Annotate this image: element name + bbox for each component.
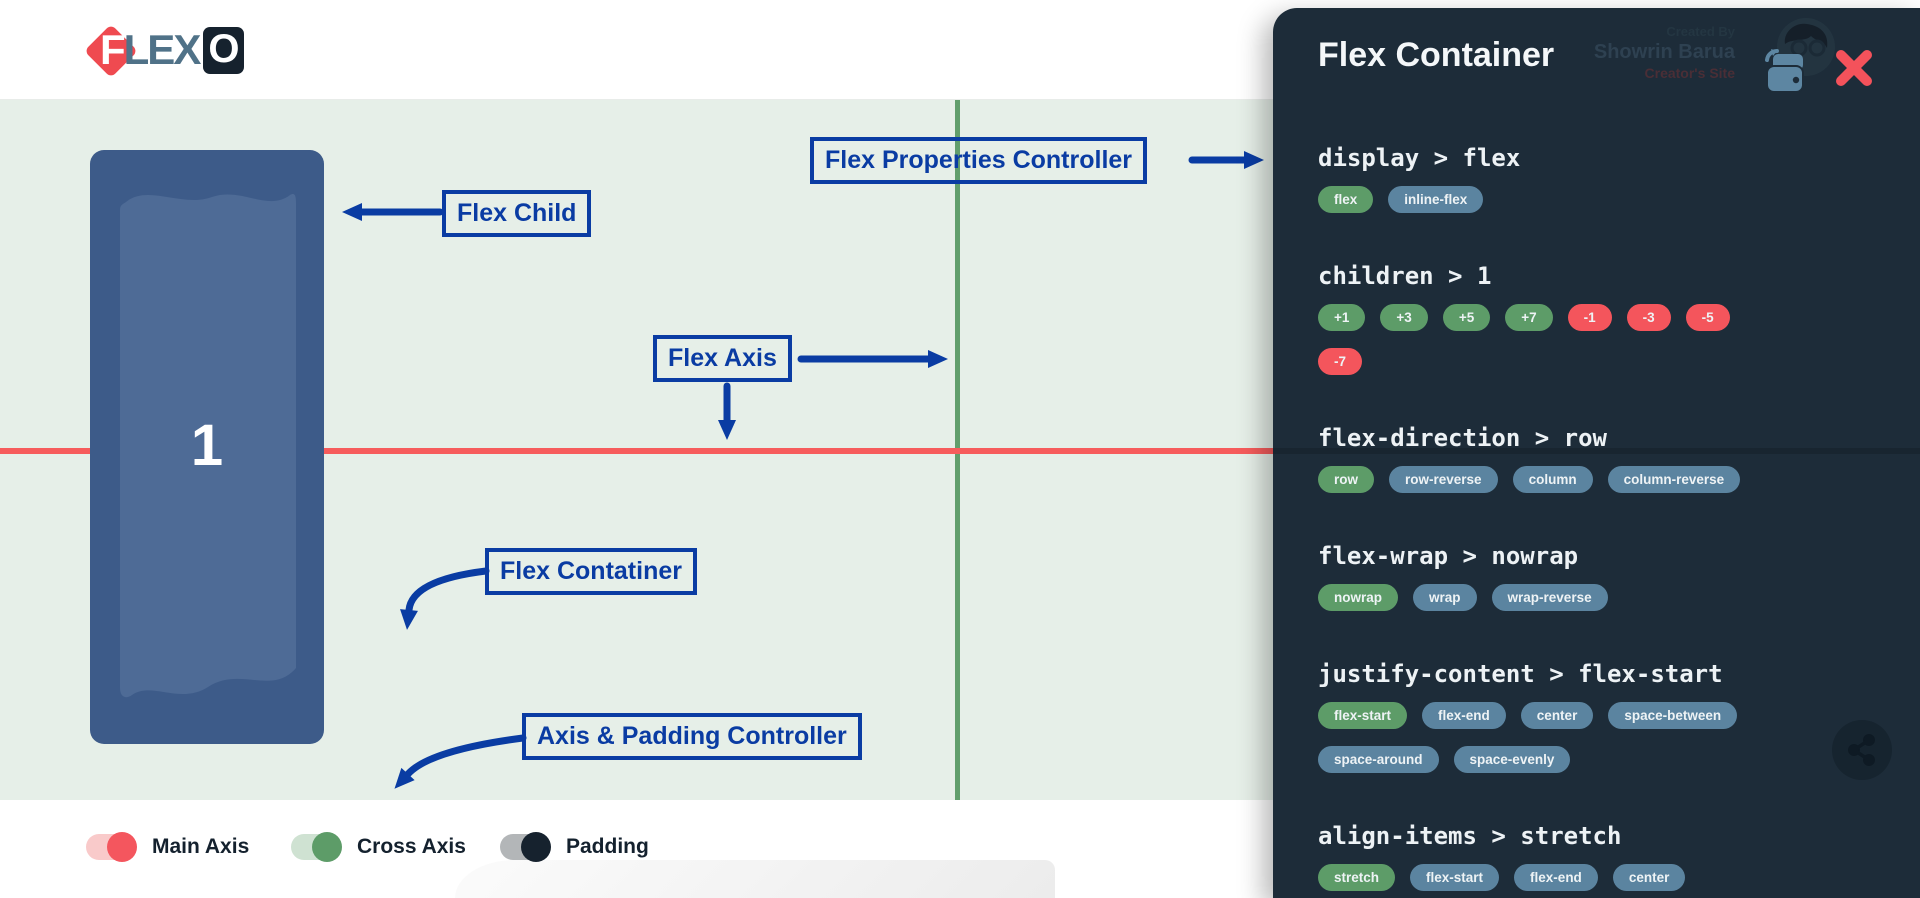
legend-item-main-axis: Main Axis xyxy=(86,832,250,862)
option-row: stretch flex-start flex-end center xyxy=(1318,864,1880,891)
logo-letter-o: O xyxy=(203,26,245,74)
property-sections: display > flex flex inline-flex children > … xyxy=(1318,143,1880,891)
option-children-+5[interactable]: +5 xyxy=(1442,304,1491,331)
option-row: nowrap wrap wrap-reverse xyxy=(1318,584,1880,611)
creator-site-link[interactable]: Creator's Site xyxy=(1644,65,1735,82)
option-align-items-center[interactable]: center xyxy=(1612,864,1686,891)
panel-title: Flex Container xyxy=(1318,36,1555,74)
padding-toggle-knob xyxy=(521,832,551,862)
option-display-inline-flex[interactable]: inline-flex xyxy=(1388,186,1484,213)
option-row: space-around space-evenly xyxy=(1318,746,1880,773)
option-flex-direction-column-reverse[interactable]: column-reverse xyxy=(1607,466,1741,493)
annotation-flex-axis: Flex Axis xyxy=(653,335,792,382)
option-row: flex inline-flex xyxy=(1318,186,1880,213)
close-panel-button[interactable] xyxy=(1836,50,1872,86)
credit-created-by: Created By xyxy=(1666,24,1735,39)
option-flex-direction-column[interactable]: column xyxy=(1512,466,1593,493)
arrow-flex-container-curve xyxy=(400,567,490,630)
section-align-items: align-items > stretch stretch flex-start fl… xyxy=(1318,821,1880,891)
logo-letter-f: F xyxy=(100,26,126,73)
option-row: flex-start flex-end center space-between xyxy=(1318,702,1880,729)
option-children--3[interactable]: -3 xyxy=(1626,304,1671,331)
padding-label: Padding xyxy=(566,835,649,858)
legend-item-padding: Padding xyxy=(500,832,649,862)
option-flex-wrap-nowrap[interactable]: nowrap xyxy=(1318,584,1399,611)
logo-letters-lex: LEX xyxy=(123,26,202,73)
option-children--7[interactable]: -7 xyxy=(1318,348,1363,375)
arrow-axis-padding-curve xyxy=(394,734,527,789)
option-align-items-stretch[interactable]: stretch xyxy=(1318,864,1396,891)
option-align-items-flex-end[interactable]: flex-end xyxy=(1514,864,1598,891)
option-flex-direction-row-reverse[interactable]: row-reverse xyxy=(1389,466,1498,493)
option-children--1[interactable]: -1 xyxy=(1567,304,1612,331)
option-align-items-flex-start[interactable]: flex-start xyxy=(1410,864,1500,891)
cross-axis-toggle-knob xyxy=(312,832,342,862)
option-justify-content-flex-end[interactable]: flex-end xyxy=(1422,702,1506,729)
section-children: children > 1 +1 +3 +5 +7 -1 -3 -5 -7 xyxy=(1318,261,1880,375)
annotation-axis-padding-controller: Axis & Padding Controller xyxy=(522,713,862,760)
legend-item-cross-axis: Cross Axis xyxy=(291,832,466,862)
option-children-+3[interactable]: +3 xyxy=(1380,304,1428,331)
credit-author-name: Showrin Barua xyxy=(1593,41,1735,64)
share-button[interactable] xyxy=(1832,720,1892,780)
prop-heading-flex-direction: flex-direction > row xyxy=(1318,424,1607,452)
option-flex-wrap-wrap[interactable]: wrap xyxy=(1413,584,1477,611)
option-children-+7[interactable]: +7 xyxy=(1505,304,1553,331)
flex-child-texture xyxy=(120,193,296,698)
main-axis-line xyxy=(0,448,1273,454)
option-justify-content-space-around[interactable]: space-around xyxy=(1318,746,1439,773)
annotation-flex-child: Flex Child xyxy=(442,190,592,237)
option-row: -7 xyxy=(1318,348,1880,375)
prop-heading-display: display > flex xyxy=(1318,144,1521,172)
main-axis-toggle[interactable] xyxy=(86,832,137,862)
flex-container-panel: Flex Container Created By Showrin Barua … xyxy=(1273,8,1920,898)
option-children-+1[interactable]: +1 xyxy=(1318,304,1366,331)
bottom-sheet-corner xyxy=(455,860,1055,898)
option-justify-content-space-evenly[interactable]: space-evenly xyxy=(1453,746,1571,773)
cross-axis-toggle[interactable] xyxy=(291,832,342,862)
prop-heading-children: children > 1 xyxy=(1318,262,1492,290)
main-axis-toggle-knob xyxy=(107,832,137,862)
option-row: +1 +3 +5 +7 -1 -3 -5 xyxy=(1318,304,1880,331)
creator-avatar xyxy=(1777,18,1835,76)
section-display: display > flex flex inline-flex xyxy=(1318,143,1880,213)
section-flex-direction: flex-direction > row row row-reverse column… xyxy=(1318,423,1880,493)
option-children--5[interactable]: -5 xyxy=(1685,304,1730,331)
option-display-flex[interactable]: flex xyxy=(1318,186,1374,213)
section-flex-wrap: flex-wrap > nowrap nowrap wrap wrap-reverse xyxy=(1318,541,1880,611)
main-axis-shadow xyxy=(1273,448,1920,454)
flexo-logo[interactable]: F LEX O xyxy=(84,18,245,82)
flex-child-number: 1 xyxy=(190,413,224,479)
option-flex-wrap-wrap-reverse[interactable]: wrap-reverse xyxy=(1491,584,1608,611)
creator-credit: Created By Showrin Barua Creator's Site xyxy=(1594,24,1735,83)
padding-toggle[interactable] xyxy=(500,832,551,862)
prop-heading-align-items: align-items > stretch xyxy=(1318,822,1622,850)
option-justify-content-space-between[interactable]: space-between xyxy=(1608,702,1738,729)
prop-heading-flex-wrap: flex-wrap > nowrap xyxy=(1318,542,1579,570)
option-row: row row-reverse column column-reverse xyxy=(1318,466,1880,493)
annotation-flex-container: Flex Contatiner xyxy=(485,548,697,595)
cross-axis-label: Cross Axis xyxy=(357,835,466,858)
option-flex-direction-row[interactable]: row xyxy=(1318,466,1375,493)
flip-card-icon[interactable] xyxy=(1761,48,1805,96)
annotation-flex-properties-controller: Flex Properties Controller xyxy=(810,137,1148,184)
main-axis-label: Main Axis xyxy=(152,835,250,858)
share-icon xyxy=(1848,734,1875,766)
flex-child-item[interactable]: 1 xyxy=(90,150,324,744)
option-justify-content-center[interactable]: center xyxy=(1520,702,1594,729)
prop-heading-justify-content: justify-content > flex-start xyxy=(1318,660,1723,688)
option-justify-content-flex-start[interactable]: flex-start xyxy=(1318,702,1408,729)
